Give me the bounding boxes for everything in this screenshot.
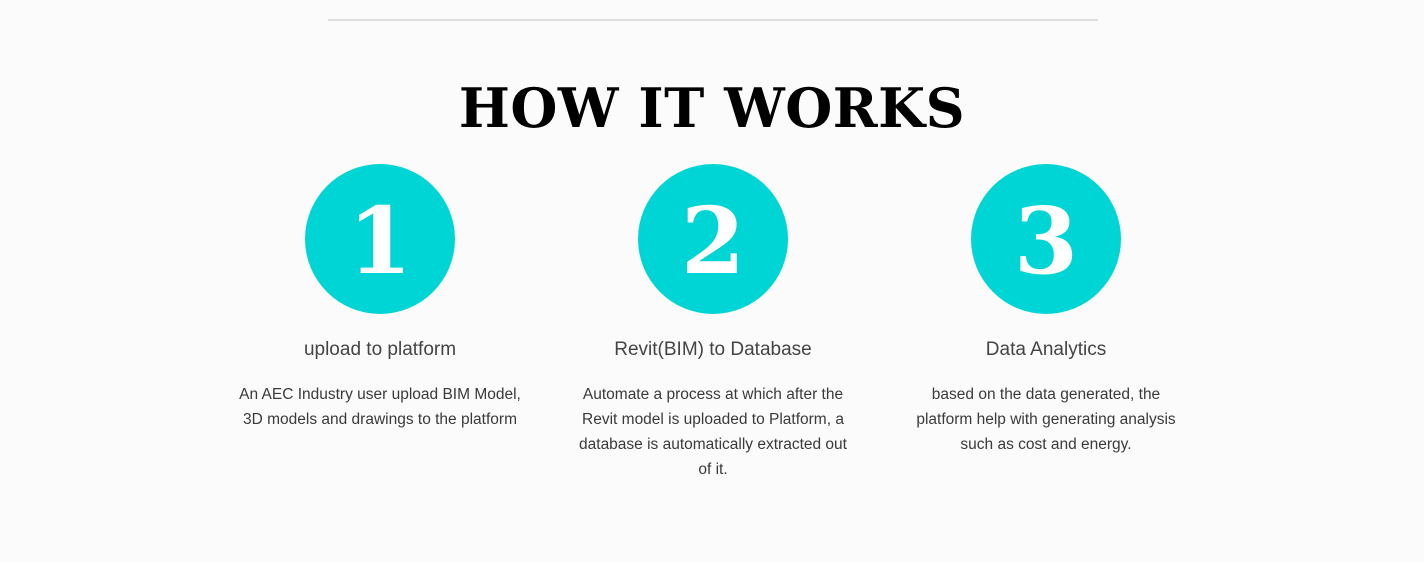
step-number: 1 xyxy=(347,187,412,295)
step-title: Data Analytics xyxy=(985,339,1107,360)
step-number: 2 xyxy=(680,187,745,295)
step-description: based on the data generated, the platfor… xyxy=(916,386,1176,453)
step-number: 3 xyxy=(1013,187,1078,295)
step-database: 2 Revit(BIM) to Database Automate a proc… xyxy=(563,164,863,482)
step-title: upload to platform xyxy=(303,339,457,360)
step-description: An AEC Industry user upload BIM Model, 3… xyxy=(239,386,521,428)
step-upload: 1 upload to platform An AEC Industry use… xyxy=(230,164,530,432)
step-number-circle: 1 xyxy=(305,164,455,314)
step-title: Revit(BIM) to Database xyxy=(614,339,812,360)
step-number-circle: 2 xyxy=(638,164,788,314)
section-title: HOW IT WORKS xyxy=(458,76,966,140)
step-number-circle: 3 xyxy=(971,164,1121,314)
step-description: Automate a process at which after the Re… xyxy=(579,386,847,478)
step-analytics: 3 Data Analytics based on the data gener… xyxy=(896,164,1196,457)
top-divider xyxy=(328,19,1098,21)
